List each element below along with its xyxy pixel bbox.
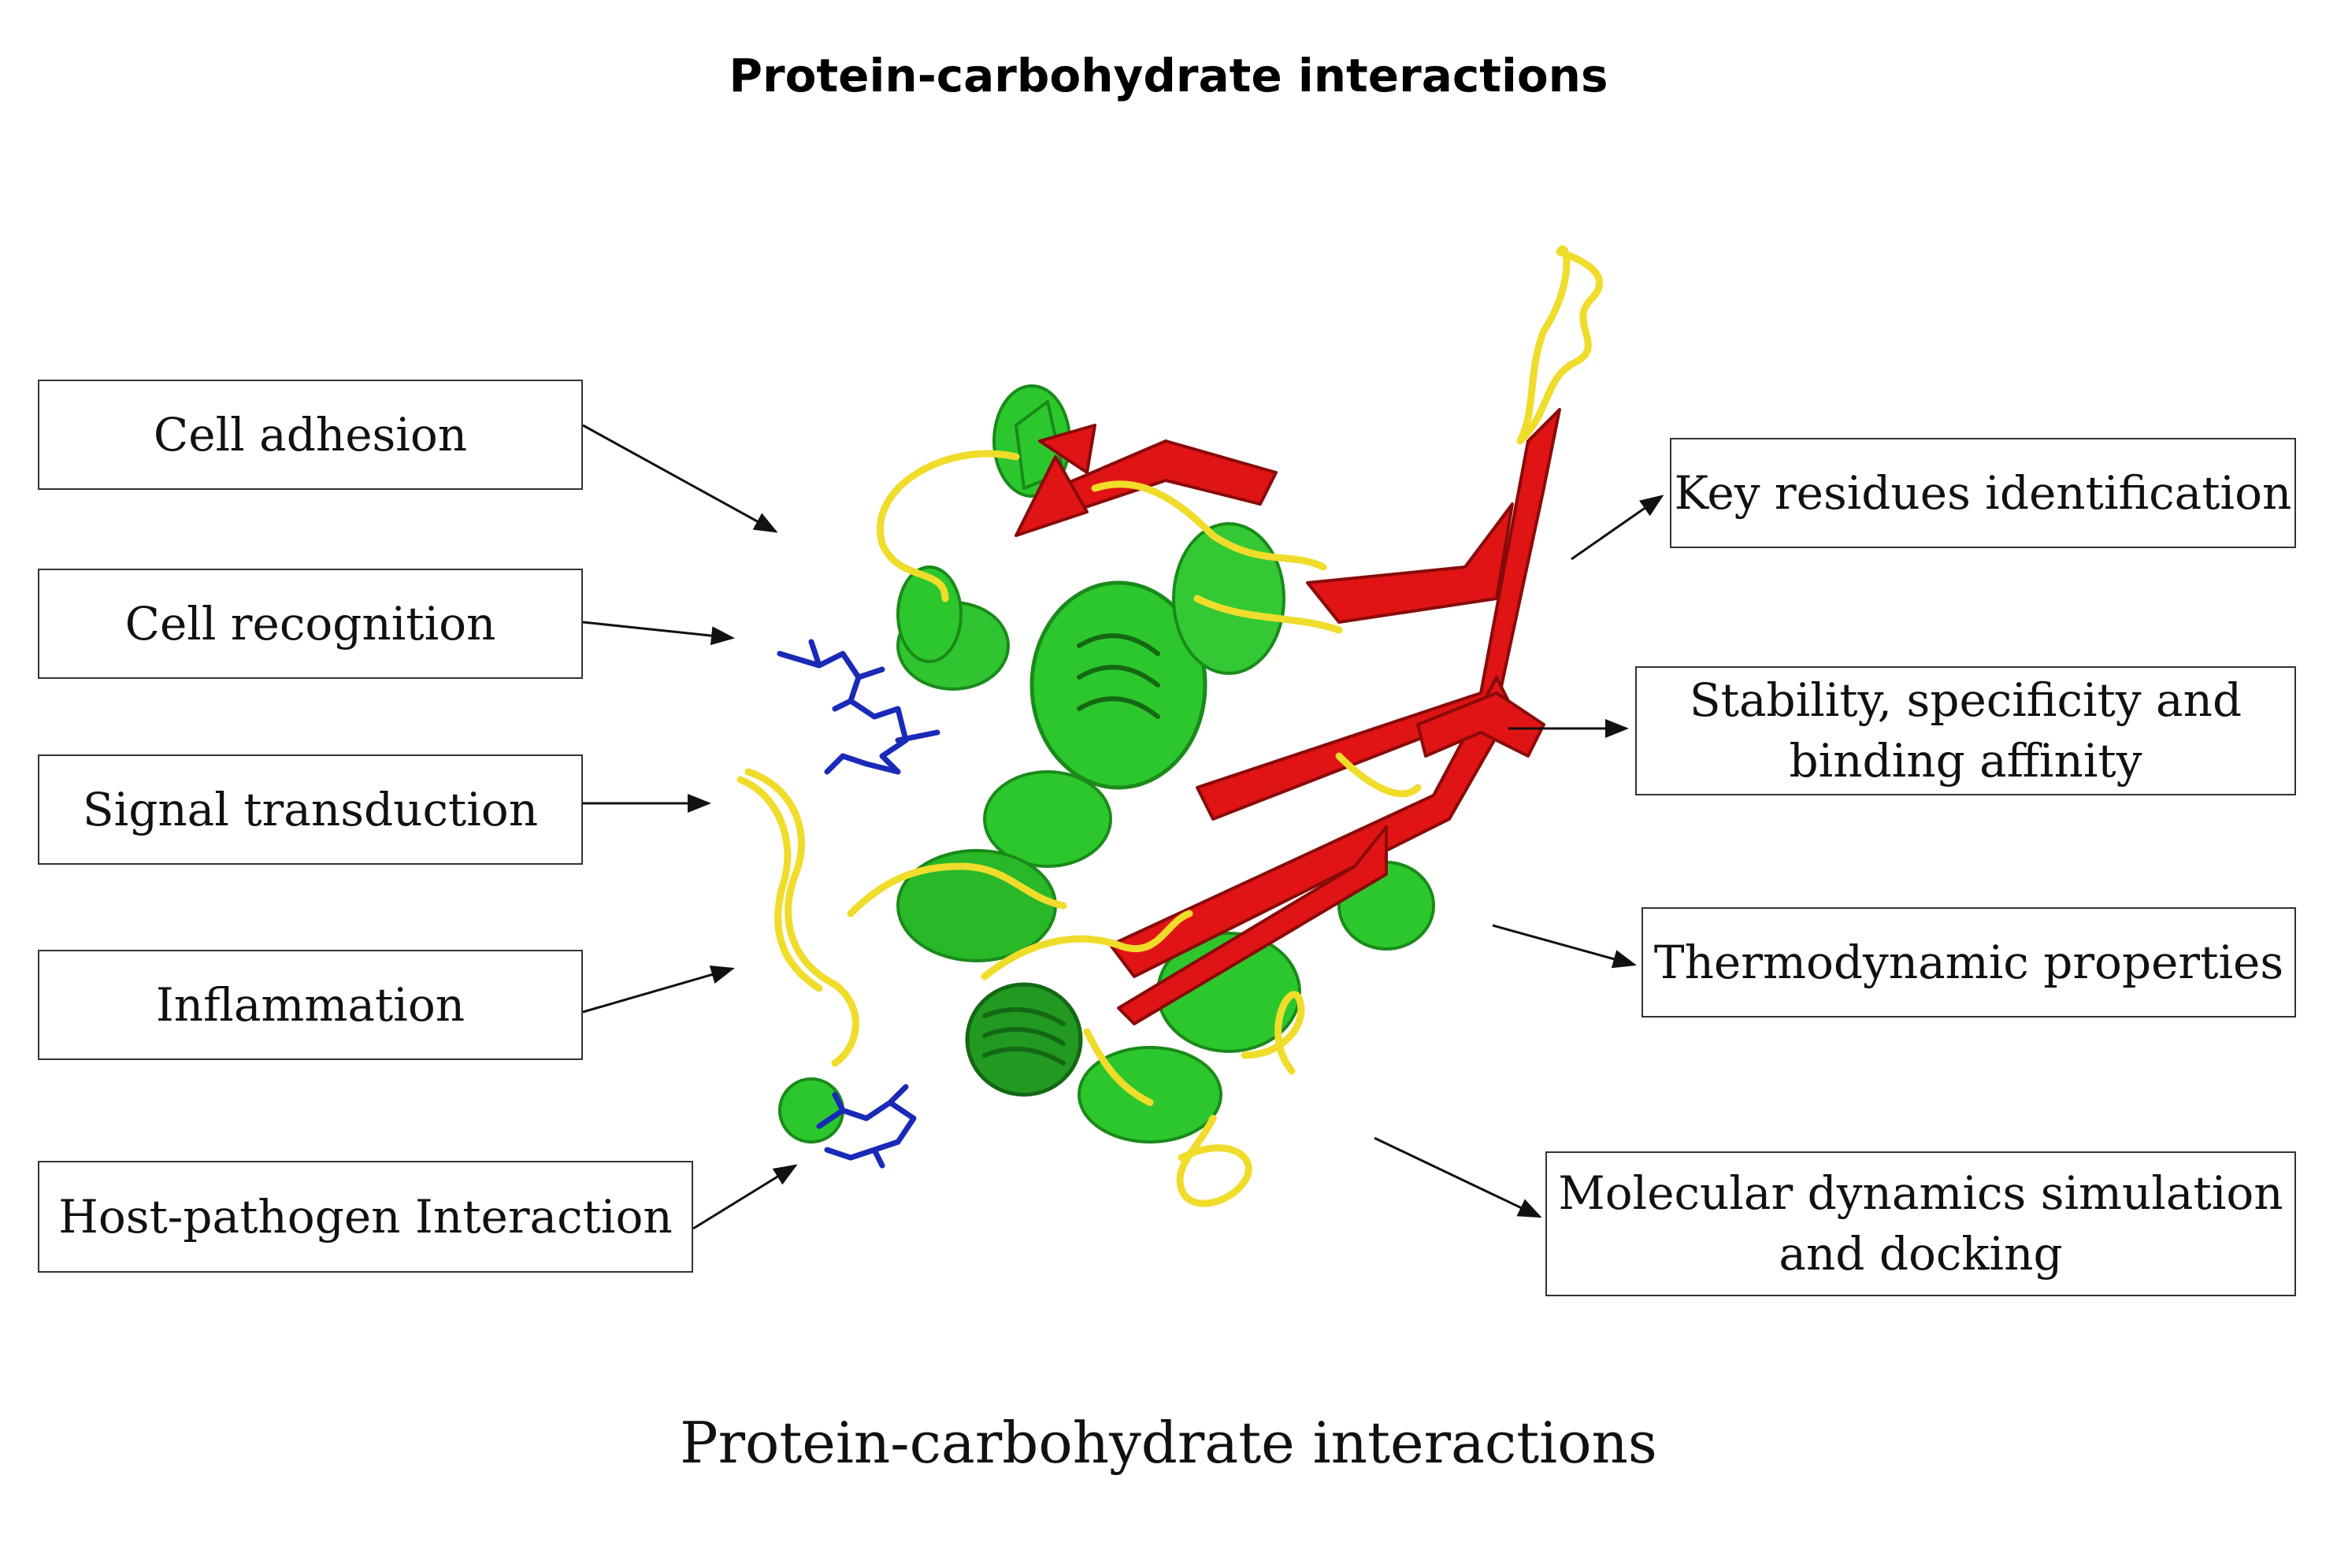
box-signal-transduction: Signal transduction [38,754,583,865]
carbohydrate-ligands [777,639,940,1169]
arrow-cell-recognition [582,621,735,646]
loop-segment [744,768,859,1067]
loop-segment [736,776,823,992]
loop-segment [1335,752,1422,798]
loop-segment [1083,1028,1154,1106]
helix-segment [1029,580,1207,790]
page-title: Protein-carbohydrate interactions [729,49,1608,102]
beta-sheets [1015,408,1561,1025]
arrow-thermodynamic [1492,924,1637,969]
arrows [582,424,1664,1230]
arrow-cell-adhesion [582,424,778,533]
helix-segment [778,1077,844,1144]
loop-segment [847,862,1067,917]
loop-segment [1091,480,1327,571]
ligand-upper [777,639,940,775]
helix-segment [965,982,1083,1097]
sheet-strand [1416,691,1545,758]
sheet-arrow [1015,455,1089,537]
box-inflammation: Inflammation [38,950,583,1060]
sheet-strand [1306,502,1514,624]
arrow-inflammation [582,965,735,1014]
loops [736,245,1604,1207]
box-key-residues-identification: Key residues identification [1670,438,2296,548]
helix-segment [1172,522,1285,675]
ligand-lower [816,1084,917,1169]
sheet-strand [1117,825,1388,1025]
box-molecular-dynamics-docking: Molecular dynamics simulation and dockin… [1545,1151,2296,1296]
loop-segment [1516,245,1604,445]
figure-caption: Protein-carbohydrate interactions [680,1410,1657,1476]
loop-segment [981,910,1193,980]
box-thermodynamic-properties: Thermodynamic properties [1641,907,2296,1018]
box-cell-recognition: Cell recognition [38,569,583,679]
box-host-pathogen-interaction: Host-pathogen Interaction [38,1161,693,1273]
box-stability-specificity-binding: Stability, specificity and binding affin… [1635,666,2296,795]
helix-segment [983,770,1112,868]
arrow-molecular-dynamics [1374,1136,1542,1218]
protein-structure-illustration [736,245,1604,1207]
box-cell-adhesion: Cell adhesion [38,380,583,490]
loop-segment [1176,1114,1252,1207]
sheet-arrow [1038,424,1096,474]
arrow-key-residues [1571,495,1664,561]
loop-segment [1241,991,1305,1075]
helix-turns [982,633,1160,1066]
loop-segment [1193,595,1343,634]
arrow-host-pathogen [692,1164,798,1230]
loop-segment [877,450,1020,602]
